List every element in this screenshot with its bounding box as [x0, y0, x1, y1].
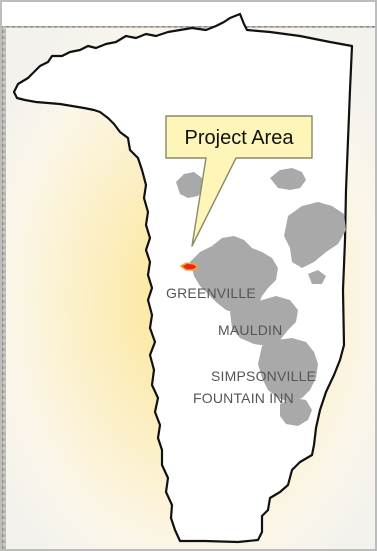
- city-labels: GREENVILLE MAULDIN SIMPSONVILLE FOUNTAIN…: [166, 285, 316, 406]
- project-area-marker-icon[interactable]: [180, 262, 199, 271]
- urban-area-north: [176, 172, 204, 198]
- urban-area-mauldin: [230, 296, 298, 346]
- city-label-mauldin: MAULDIN: [218, 322, 282, 338]
- city-label-greenville: GREENVILLE: [166, 285, 256, 301]
- city-label-simpsonville: SIMPSONVILLE: [211, 368, 316, 384]
- urban-area-east: [284, 202, 346, 268]
- callout-label: Project Area: [185, 127, 295, 149]
- project-area-callout: Project Area: [165, 115, 313, 247]
- city-label-fountain-inn: FOUNTAIN INN: [193, 390, 294, 406]
- urban-areas: [176, 168, 346, 426]
- callout-box: [165, 115, 313, 247]
- urban-area-greenville: [190, 236, 278, 314]
- urban-area-northeast: [270, 168, 306, 190]
- urban-area-simpsonville: [258, 338, 318, 402]
- urban-area-east-small: [308, 270, 326, 284]
- urban-area-fountain-inn: [280, 398, 312, 426]
- top-border: [0, 0, 377, 26]
